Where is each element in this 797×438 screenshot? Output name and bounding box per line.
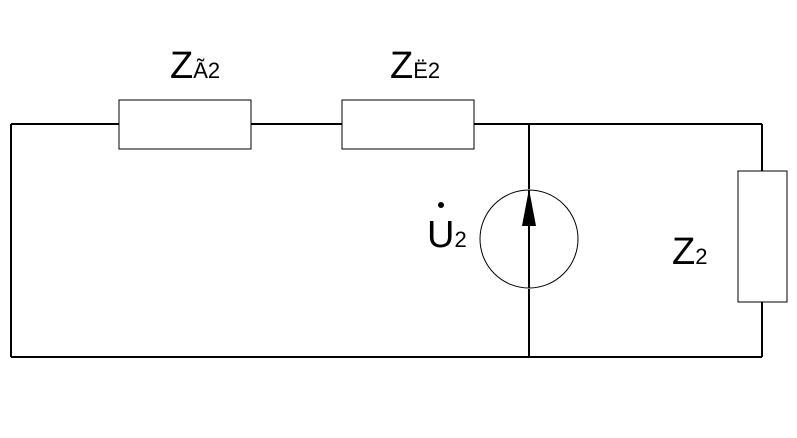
label-z-l2-sub: Ë2 [413,58,440,83]
voltage-source-u2 [479,189,579,289]
label-u2-main: U [427,214,454,256]
impedance-z-l2 [341,99,475,150]
label-z-g2-main: Z [170,45,193,87]
wires [10,123,763,358]
label-z2: Z2 [672,231,707,273]
label-z-l2-main: Z [390,45,413,87]
phasor-dot-icon [438,202,444,208]
impedance-z-g2 [118,99,252,150]
label-z-g2-sub: Ã2 [193,58,220,83]
impedance-z2 [737,170,788,303]
arrow-up-icon [522,189,536,226]
label-z-l2: ZË2 [390,45,440,87]
label-z2-main: Z [672,231,695,273]
label-u2-sub: 2 [454,227,466,252]
label-u2: U2 [427,214,467,256]
label-z2-sub: 2 [695,244,707,269]
label-z-g2: ZÃ2 [170,45,220,87]
